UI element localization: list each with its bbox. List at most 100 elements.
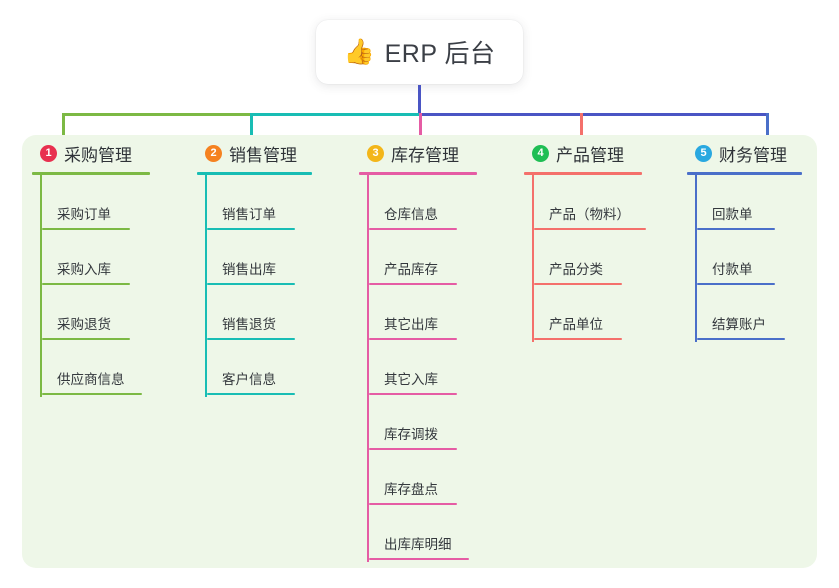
branch-header-rule	[687, 172, 802, 175]
branch-spine	[532, 175, 534, 342]
branch-item-rule	[534, 228, 646, 230]
branch-item[interactable]: 产品单位	[532, 285, 677, 340]
branch-item-rule	[697, 228, 775, 230]
branch-title-label: 采购管理	[64, 146, 132, 165]
branch-items-2: 销售订单销售出库销售退货客户信息	[205, 175, 349, 397]
branch-item-label: 出库库明细	[384, 537, 452, 552]
branch-item[interactable]: 库存盘点	[367, 450, 514, 505]
branch-item[interactable]: 仓库信息	[367, 175, 514, 230]
branch-item[interactable]: 销售出库	[205, 230, 349, 285]
branch-item-rule	[369, 448, 457, 450]
branch-item-rule	[697, 338, 785, 340]
branch-item-rule	[369, 558, 469, 560]
branch-title-label: 销售管理	[229, 146, 297, 165]
branch-item-rule	[207, 283, 295, 285]
branch-items-3: 仓库信息产品库存其它出库其它入库库存调拨库存盘点出库库明细	[367, 175, 514, 562]
branch-item-label: 付款单	[712, 262, 753, 277]
branch-item-rule	[369, 503, 457, 505]
branch-items-5: 回款单付款单结算账户	[695, 175, 817, 342]
branch-column-4: 4 产品管理产品（物料） 产品分类产品单位	[514, 135, 677, 342]
branch-title-label: 财务管理	[719, 146, 787, 165]
branch-columns: 1 采购管理采购订单采购入库采购退货供应商信息 2 销售管理销售订单销售出库销售退货客…	[22, 135, 817, 568]
branch-column-3: 3 库存管理仓库信息产品库存其它出库其它入库库存调拨库存盘点出库库明细	[349, 135, 514, 562]
connector-bar-segment-1	[62, 113, 250, 116]
branch-number-badge: 1	[40, 145, 57, 162]
connector-trunk	[418, 85, 421, 116]
branch-header-rule	[32, 172, 150, 175]
branch-item[interactable]: 销售订单	[205, 175, 349, 230]
branch-item[interactable]: 产品（物料）	[532, 175, 677, 230]
branch-spine	[40, 175, 42, 397]
branch-item-label: 销售退货	[222, 317, 276, 332]
branch-header-rule	[197, 172, 312, 175]
branch-item-rule	[207, 338, 295, 340]
branch-item-label: 产品分类	[549, 262, 603, 277]
branch-items-1: 采购订单采购入库采购退货供应商信息	[40, 175, 187, 397]
branch-item-label: 仓库信息	[384, 207, 438, 222]
branch-item-rule	[207, 228, 295, 230]
branch-header-3[interactable]: 3 库存管理	[349, 135, 514, 172]
branch-item-rule	[369, 338, 457, 340]
branch-item[interactable]: 出库库明细	[367, 505, 514, 560]
branch-item[interactable]: 客户信息	[205, 340, 349, 395]
branch-header-4[interactable]: 4 产品管理	[514, 135, 677, 172]
branch-column-5: 5 财务管理回款单付款单结算账户	[677, 135, 817, 342]
branch-item-rule	[42, 393, 142, 395]
branch-item-label: 采购入库	[57, 262, 111, 277]
branch-header-rule	[359, 172, 477, 175]
branch-item[interactable]: 其它出库	[367, 285, 514, 340]
branch-item-label: 产品库存	[384, 262, 438, 277]
branch-item[interactable]: 供应商信息	[40, 340, 187, 395]
branch-item-rule	[42, 338, 130, 340]
branch-item-label: 回款单	[712, 207, 753, 222]
branch-item-label: 库存调拨	[384, 427, 438, 442]
branch-item-rule	[369, 283, 457, 285]
branch-item[interactable]: 结算账户	[695, 285, 817, 340]
branch-number-badge: 4	[532, 145, 549, 162]
branch-item-label: 客户信息	[222, 372, 276, 387]
branch-item[interactable]: 产品分类	[532, 230, 677, 285]
branch-item-label: 采购退货	[57, 317, 111, 332]
branch-number-badge: 2	[205, 145, 222, 162]
branch-item-rule	[42, 228, 130, 230]
branch-spine	[205, 175, 207, 397]
branch-item-rule	[534, 338, 622, 340]
branch-item[interactable]: 付款单	[695, 230, 817, 285]
branch-spine	[695, 175, 697, 342]
branch-column-1: 1 采购管理采购订单采购入库采购退货供应商信息	[22, 135, 187, 397]
branch-item[interactable]: 销售退货	[205, 285, 349, 340]
branch-header-2[interactable]: 2 销售管理	[187, 135, 349, 172]
branch-item-rule	[207, 393, 295, 395]
branch-title-label: 产品管理	[556, 146, 624, 165]
branch-item-label: 其它出库	[384, 317, 438, 332]
branch-item-label: 结算账户	[712, 317, 766, 332]
branch-item[interactable]: 采购订单	[40, 175, 187, 230]
branch-header-5[interactable]: 5 财务管理	[677, 135, 817, 172]
branch-item[interactable]: 产品库存	[367, 230, 514, 285]
branch-item-label: 销售订单	[222, 207, 276, 222]
branch-item-label: 其它入库	[384, 372, 438, 387]
branch-header-1[interactable]: 1 采购管理	[22, 135, 187, 172]
branch-item[interactable]: 回款单	[695, 175, 817, 230]
branch-column-2: 2 销售管理销售订单销售出库销售退货客户信息	[187, 135, 349, 397]
thumbs-up-icon: 👍	[343, 37, 375, 66]
connector-bar-segment-2	[250, 113, 419, 116]
branch-item[interactable]: 采购入库	[40, 230, 187, 285]
branch-item[interactable]: 其它入库	[367, 340, 514, 395]
branch-items-4: 产品（物料） 产品分类产品单位	[532, 175, 677, 342]
branch-item-label: 采购订单	[57, 207, 111, 222]
root-title-text: ERP 后台	[384, 40, 496, 68]
branch-item-rule	[369, 228, 457, 230]
branch-header-rule	[524, 172, 642, 175]
branch-item[interactable]: 采购退货	[40, 285, 187, 340]
branch-item[interactable]: 库存调拨	[367, 395, 514, 450]
branch-item-rule	[369, 393, 457, 395]
branch-number-badge: 3	[367, 145, 384, 162]
branch-item-label: 产品（物料）	[549, 207, 630, 222]
branch-item-rule	[42, 283, 130, 285]
branch-item-label: 库存盘点	[384, 482, 438, 497]
branch-title-label: 库存管理	[391, 146, 459, 165]
branch-number-badge: 5	[695, 145, 712, 162]
root-title-card[interactable]: 👍 ERP 后台	[316, 20, 523, 84]
branches-panel-background	[22, 135, 817, 568]
